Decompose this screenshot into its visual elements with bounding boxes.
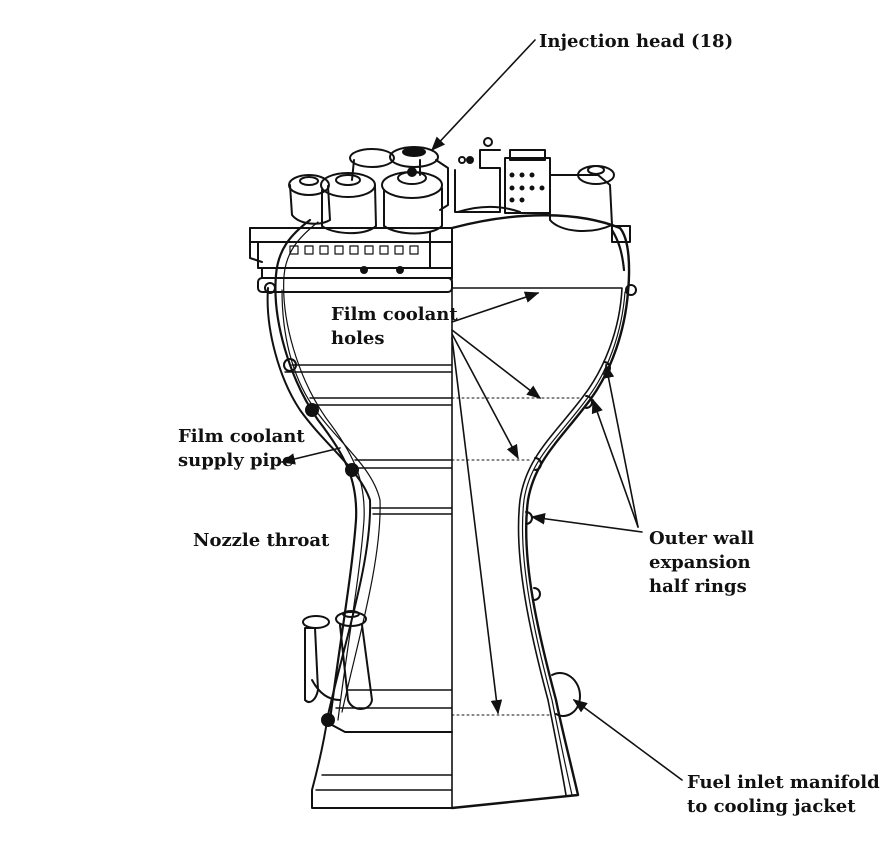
label-nozzle-throat: Nozzle throat <box>193 530 330 551</box>
label-film-coolant-supply-pipe: Film coolant supply pipe <box>178 425 305 473</box>
label-film-coolant-holes-line2: holes <box>331 328 385 349</box>
label-film-coolant-holes: Film coolant holes <box>331 303 458 351</box>
leader-lines <box>280 39 683 781</box>
label-film-coolant-holes-line1: Film coolant <box>331 304 458 325</box>
injector-valves <box>288 146 449 235</box>
label-fuel-inlet-line2: to cooling jacket <box>687 796 856 817</box>
chamber-outer-wall-left <box>266 287 453 809</box>
label-fuel-inlet-manifold: Fuel inlet manifold to cooling jacket <box>687 771 880 819</box>
label-half-rings-line1: Outer wall <box>649 528 755 549</box>
label-outer-wall-expansion-half-rings: Outer wall expansion half rings <box>649 527 754 599</box>
valve-assembly <box>302 610 453 733</box>
cutaway-inner-wall <box>451 287 623 796</box>
cutaway-outer-wall <box>450 214 631 810</box>
label-supply-pipe-line1: Film coolant <box>178 426 305 447</box>
coolant-pipe <box>274 218 358 722</box>
label-fuel-inlet-line1: Fuel inlet manifold <box>687 772 880 793</box>
fuel-inlet-manifold <box>551 672 581 717</box>
injector-cluster-right <box>454 137 631 272</box>
label-supply-pipe-line2: supply pipe <box>178 450 294 471</box>
label-half-rings-line2: expansion <box>649 552 751 573</box>
top-flange <box>249 227 453 243</box>
coolant-pipe-inner <box>283 221 365 721</box>
exterior-bands <box>284 364 453 791</box>
label-half-rings-line3: half rings <box>649 576 747 597</box>
label-injection-head: Injection head (18) <box>539 31 734 52</box>
